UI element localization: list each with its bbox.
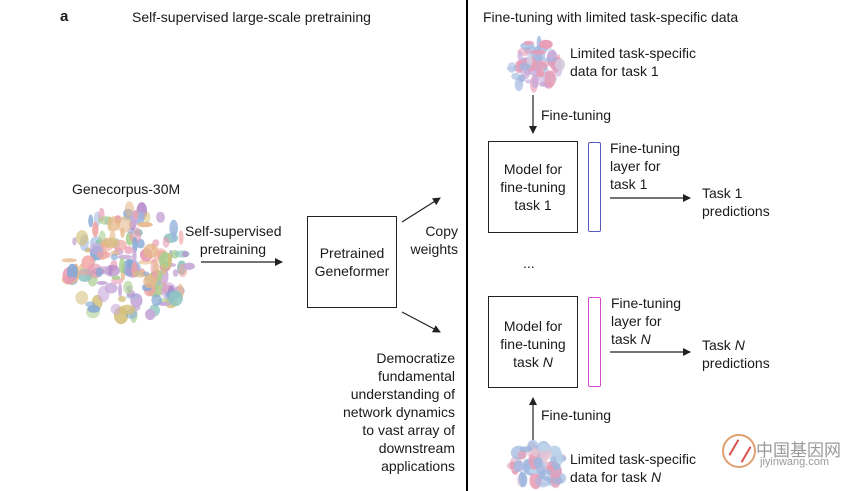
pretraining-heading: Self-supervised large-scale pretraining — [132, 9, 371, 25]
taskN-data-label: Limited task-specific data for task N — [570, 451, 697, 485]
taskN-model-box — [488, 296, 578, 388]
dataset-label: Genecorpus-30M — [72, 181, 181, 197]
task1-finetuning-label: Fine-tuning — [541, 107, 612, 123]
self-supervised-label: Self-supervised pretraining — [185, 223, 282, 257]
tasks-ellipsis: ... — [523, 255, 535, 271]
task1-data-cluster-plot — [506, 35, 566, 93]
taskN-model-label: Model for fine-tuning task N — [500, 318, 566, 370]
genecorpus-cluster-plot — [61, 201, 195, 325]
section-divider — [466, 0, 468, 491]
task1-finetuning-layer — [588, 142, 601, 232]
task1-layer-label: Fine-tuning layer for task 1 — [610, 140, 681, 192]
task1-model-box — [488, 141, 578, 233]
taskN-layer-label-line1: Fine-tuning — [611, 295, 682, 311]
democratize-label: Democratize fundamental understanding of… — [342, 350, 455, 474]
pretrained-geneformer-box — [307, 216, 397, 308]
copy-weights-upper-arrow — [401, 197, 441, 223]
task1-data-label: Limited task-specific data for task 1 — [570, 45, 697, 79]
taskN-layer-label-line3: task N — [611, 331, 651, 347]
taskN-predictions-label: Task N predictions — [702, 337, 770, 371]
democratize-arrow — [401, 311, 441, 333]
taskN-layer-label-line2: layer for — [611, 313, 662, 329]
watermark-text: 中国基因网 — [756, 441, 841, 461]
finetuning-heading: Fine-tuning with limited task-specific d… — [483, 9, 739, 25]
copy-weights-label: Copy weights — [410, 223, 458, 257]
task1-predictions-label: Task 1 predictions — [702, 185, 770, 219]
pretrained-geneformer-label: Pretrained Geneformer — [314, 245, 390, 279]
task1-model-label: Model for fine-tuning task 1 — [500, 161, 566, 213]
taskN-data-cluster-plot — [506, 439, 567, 490]
watermark-logo-icon — [722, 434, 756, 468]
taskN-finetuning-label: Fine-tuning — [541, 407, 612, 423]
taskN-finetuning-layer — [588, 297, 601, 387]
watermark-url: jiyinwang.com — [760, 456, 830, 468]
panel-label: a — [60, 8, 69, 25]
